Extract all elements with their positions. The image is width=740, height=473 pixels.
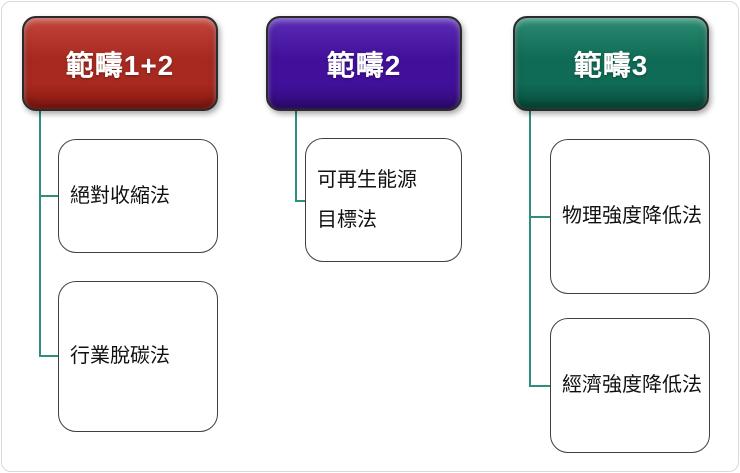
header-scope-1-2: 範疇1+2 bbox=[22, 16, 218, 111]
box-physical-intensity-reduction-method: 物理強度降低法 bbox=[550, 139, 710, 294]
box-sector-decarbonization-method-label: 行業脫碳法 bbox=[70, 345, 170, 367]
box-sector-decarbonization-method: 行業脫碳法 bbox=[58, 281, 218, 432]
header-scope-2: 範疇2 bbox=[266, 16, 462, 111]
box-renewable-energy-target-method-label: 可再生能源 目標法 bbox=[317, 169, 417, 231]
box-economic-intensity-reduction-method: 經濟強度降低法 bbox=[550, 318, 710, 453]
box-economic-intensity-reduction-method-label: 經濟強度降低法 bbox=[562, 374, 702, 396]
header-scope-3: 範疇3 bbox=[513, 16, 709, 111]
box-physical-intensity-reduction-method-label: 物理強度降低法 bbox=[562, 205, 702, 227]
box-renewable-energy-target-method: 可再生能源 目標法 bbox=[305, 138, 462, 262]
box-absolute-contraction-method: 絕對收縮法 bbox=[58, 139, 218, 253]
header-scope-1-2-label: 範疇1+2 bbox=[65, 49, 175, 81]
header-scope-3-label: 範疇3 bbox=[573, 49, 649, 81]
header-scope-2-label: 範疇2 bbox=[326, 49, 402, 81]
box-absolute-contraction-method-label: 絕對收縮法 bbox=[70, 184, 170, 207]
